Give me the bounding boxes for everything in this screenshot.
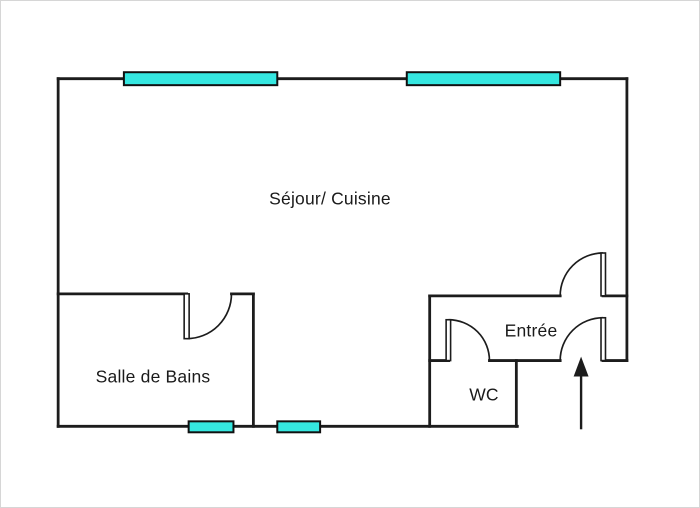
door-leaf-wc: [445, 318, 452, 362]
room-label-salle-de-bains: Salle de Bains: [95, 366, 211, 387]
door-leaf-front: [600, 316, 607, 362]
window-top-right: [405, 71, 562, 87]
door-leaf-bathroom: [183, 293, 190, 340]
door-arc-bathroom: [186, 293, 233, 340]
room-label-entree: Entrée: [504, 320, 558, 341]
door-arc-front: [559, 316, 604, 361]
room-label-sejour-cuisine: Séjour/ Cuisine: [269, 188, 391, 209]
entrance-arrow-head: [573, 356, 589, 377]
window-top-left: [122, 71, 279, 87]
window-bottom-left: [187, 420, 235, 434]
door-leaf-sejour: [600, 252, 607, 297]
door-arc-wc: [448, 318, 491, 361]
window-bottom-center: [276, 420, 322, 434]
door-arc-sejour: [559, 252, 604, 296]
room-label-wc: WC: [469, 384, 499, 405]
